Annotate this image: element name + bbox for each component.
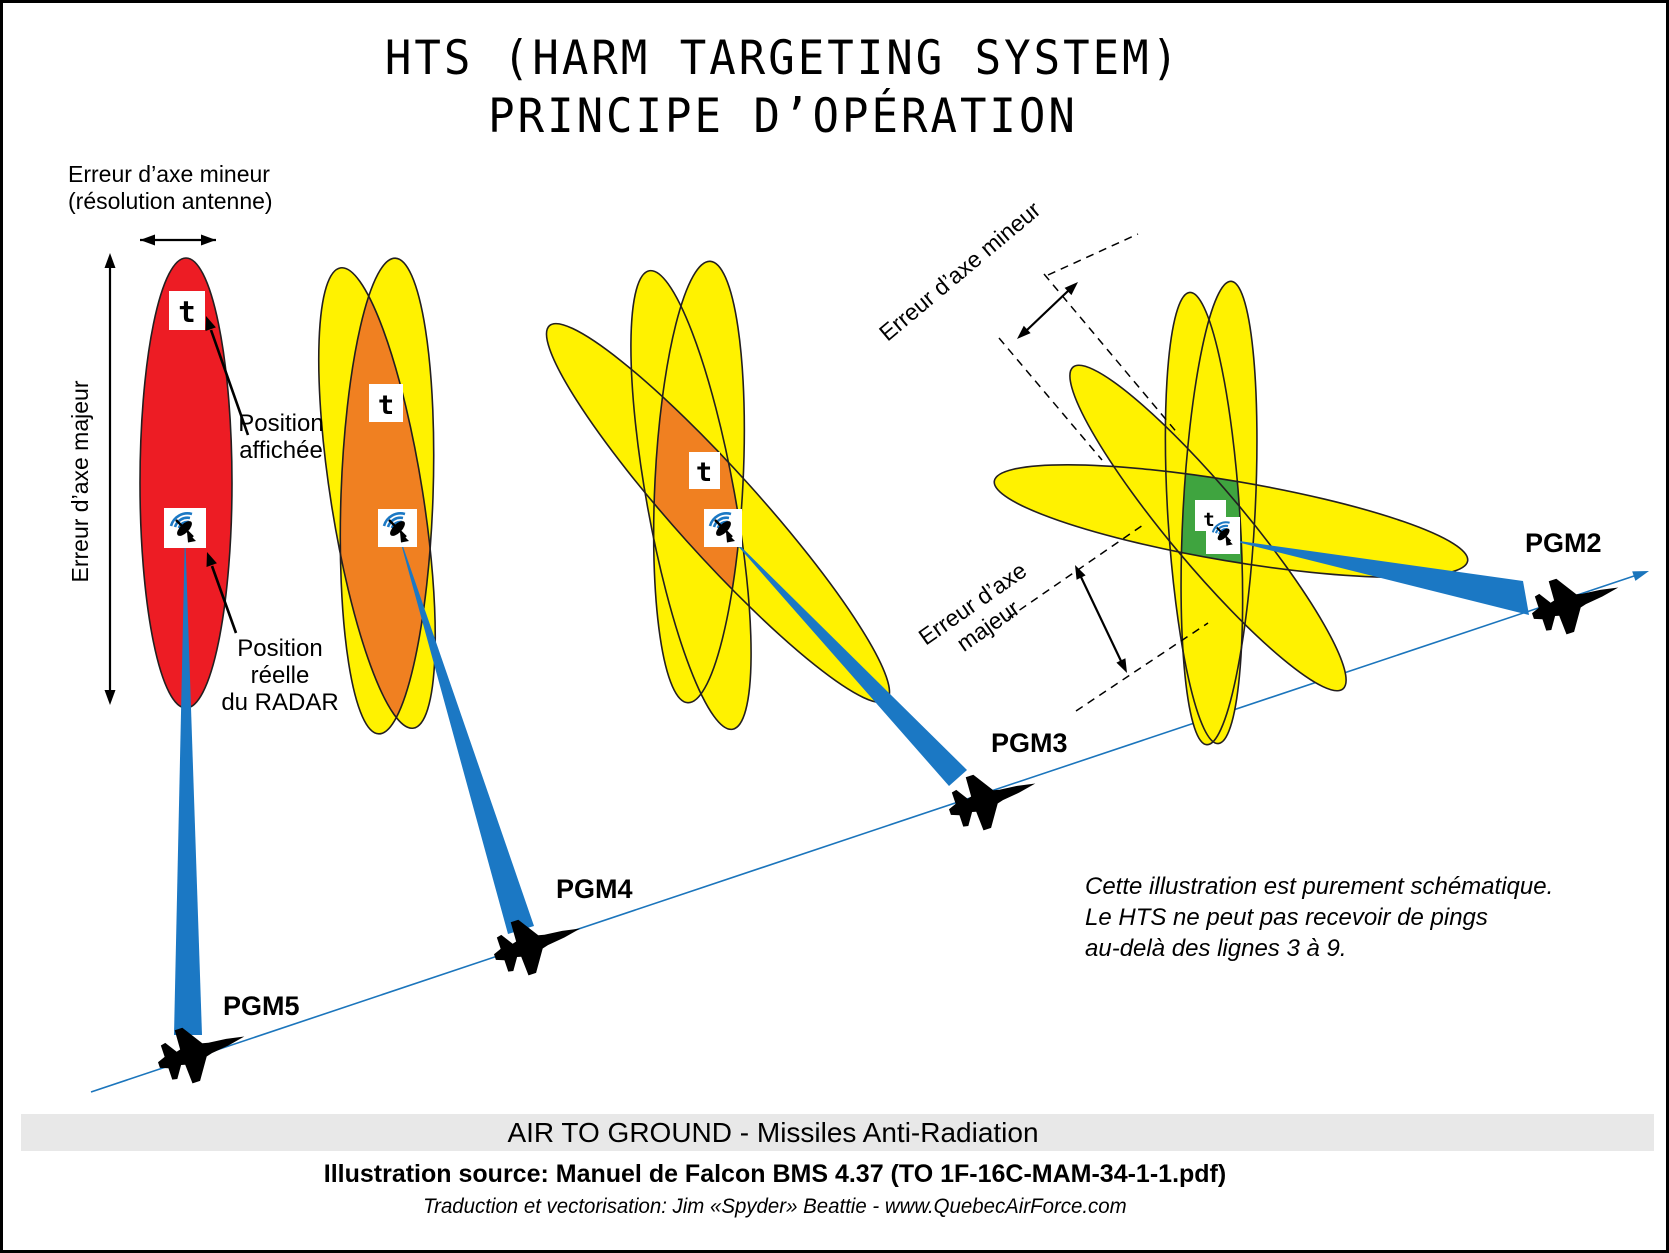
position-real-arrow (210, 565, 238, 634)
target-marker: t (1203, 509, 1214, 531)
position-real-label: Position réelle du RADAR (205, 635, 355, 716)
beam-pgm4 (397, 529, 534, 934)
minor-axis-arrow-rotated (1026, 290, 1069, 331)
label-pgm3: PGM3 (991, 728, 1068, 758)
minor-axis-dash-line (1047, 233, 1139, 276)
beam-pgm2 (1225, 539, 1529, 615)
jet-pgm4 (486, 901, 590, 984)
position-displayed-label: Position affichée (221, 410, 341, 464)
flight-path-line (90, 572, 1644, 1093)
schematic-note: Cette illustration est purement schémati… (1085, 871, 1553, 964)
target-marker-box (369, 384, 403, 422)
note-line3: au-delà des lignes 3 à 9. (1085, 935, 1347, 962)
minor-axis-error-line1: Erreur d’axe mineur (68, 161, 270, 187)
major-axis-dash-line (1075, 622, 1209, 712)
error-cluster-4 (993, 280, 1469, 746)
marker-boxes: t t t t (164, 291, 1240, 554)
page-subtitle: PRINCIPE D’OPÉRATION (488, 88, 1078, 145)
dimension-dashes (998, 233, 1209, 712)
target-marker: t (178, 295, 195, 329)
footer-banner-text: AIR TO GROUND - Missiles Anti-Radiation (507, 1117, 1039, 1148)
credit-line: Traduction et vectorisation: Jim «Spyder… (423, 1194, 1127, 1218)
target-marker: t (696, 457, 712, 488)
beam-pgm5 (174, 529, 202, 1035)
position-displayed-line1: Position (238, 410, 324, 437)
dimension-arrows (104, 234, 1127, 705)
minor-axis-error-label: Erreur d’axe mineur (résolution antenne) (68, 161, 273, 215)
antenna-resolution-line2: (résolution antenne) (68, 188, 273, 214)
major-axis-arrow-rotated (1080, 576, 1122, 662)
error-cluster-2 (317, 257, 437, 735)
beams (174, 529, 1529, 1035)
diagram-canvas: t t t t (90, 233, 1649, 1093)
beam-pgm3 (723, 529, 967, 786)
target-marker-box (169, 291, 205, 330)
position-displayed-line2: affichée (239, 437, 323, 464)
page-title: HTS (HARM TARGETING SYSTEM) (384, 30, 1182, 87)
source-line: Illustration source: Manuel de Falcon BM… (323, 1160, 1227, 1188)
label-pgm5: PGM5 (223, 991, 300, 1021)
position-real-line1: Position réelle (237, 635, 323, 689)
minor-axis-dash-line (998, 337, 1103, 461)
minor-axis-dash-line (1043, 273, 1180, 436)
major-axis-error-label-left: Erreur d’axe majeur (67, 380, 93, 583)
note-line2: Le HTS ne peut pas recevoir de pings (1085, 904, 1488, 931)
footer-banner-bar (21, 1114, 1654, 1151)
target-marker-box (689, 452, 720, 489)
label-pgm4: PGM4 (556, 874, 633, 904)
target-marker: t (378, 390, 394, 421)
jet-pgm2 (1524, 560, 1628, 643)
position-real-line2: du RADAR (221, 689, 339, 716)
position-displayed-arrow (209, 329, 250, 436)
label-pgm2: PGM2 (1525, 528, 1602, 558)
note-line1: Cette illustration est purement schémati… (1085, 873, 1554, 900)
jet-pgm5 (150, 1009, 254, 1092)
flight-path-arrowhead-icon (1632, 571, 1649, 581)
